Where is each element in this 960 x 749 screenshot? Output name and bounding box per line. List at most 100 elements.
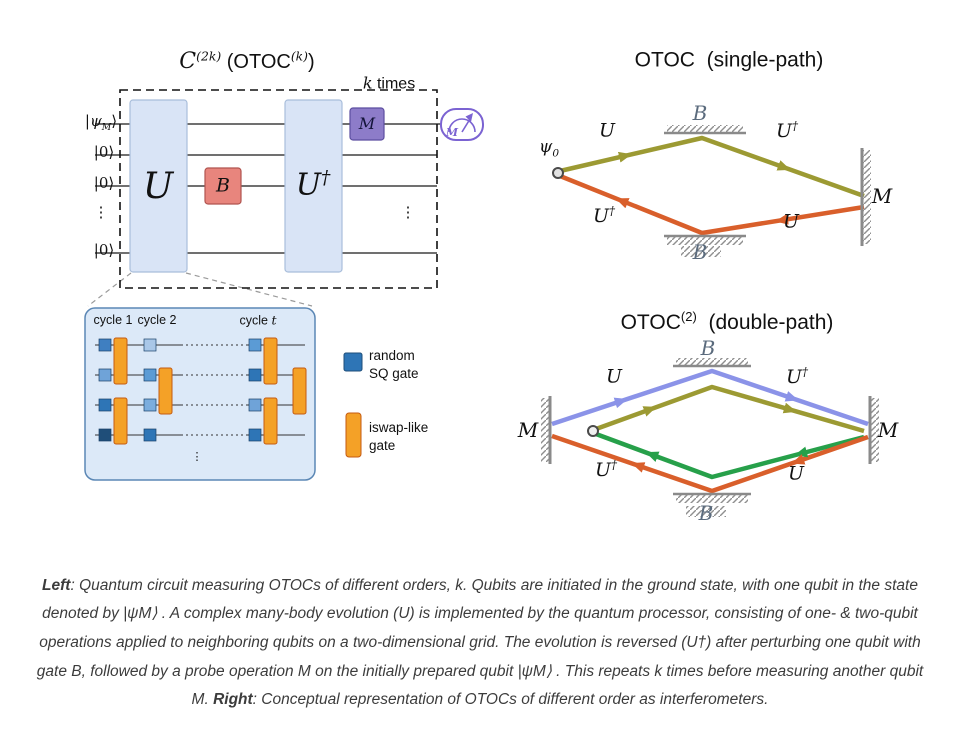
sp-u-bottom-right: U	[782, 210, 800, 233]
dp-udag-tr-sup: †	[802, 364, 808, 379]
repeat-block-dashed-box	[119, 89, 438, 289]
dagger-sup: †	[321, 167, 331, 189]
dp-u-bottom-right: U	[787, 462, 805, 485]
figure-caption: Left: Quantum circuit measuring OTOCs of…	[32, 572, 928, 715]
legend-random-sq: random SQ gate	[369, 347, 419, 382]
dp-title-rest: (double-path)	[696, 310, 834, 334]
dp-title-sup: (2)	[680, 308, 697, 324]
b-bottom-hatch-bar	[667, 237, 743, 245]
zoom-inset	[84, 307, 363, 481]
measurement-meter-icon	[440, 108, 484, 141]
k-times-var: k	[362, 73, 373, 93]
dp-udag-bottom-left: U†	[595, 457, 617, 482]
dp-m-left-label: M	[517, 418, 539, 442]
b-top-hatch-bar	[667, 125, 743, 133]
psi0-sub: 0	[552, 147, 560, 160]
psi0-label: ψ0	[539, 138, 559, 160]
u-gate-box	[129, 99, 188, 273]
k-times-label: k times	[362, 73, 416, 94]
udagger-gate-box	[284, 99, 343, 273]
cycle-t-var: t	[271, 312, 277, 328]
caption-text-1: : Quantum circuit measuring OTOCs of dif…	[36, 576, 924, 709]
single-path-title: OTOC (single-path)	[634, 48, 824, 72]
dp-title-base: OTOC	[620, 310, 681, 334]
udagger-gate-label: U†	[295, 167, 331, 203]
legend-sq-line2: SQ gate	[369, 365, 419, 381]
circuit-title-c-sup: (2k)	[196, 48, 222, 64]
caption-right-label: Right	[213, 691, 253, 709]
qubit-vdots: ⋮	[93, 203, 109, 221]
sp-udag-top-right: U†	[776, 118, 798, 143]
double-path-title: OTOC(2) (double-path)	[620, 308, 834, 334]
qubit-label-zero-3: |0⟩	[93, 240, 115, 259]
zoom-vdots: ⋮	[191, 450, 203, 463]
psi-subscript: M	[101, 121, 112, 133]
start-point-2	[587, 425, 599, 437]
sp-udag-tr-sup: †	[792, 118, 798, 133]
dp-u-top-left: U	[605, 365, 623, 388]
return-path-orange	[559, 173, 865, 236]
caption-text-2: : Conceptual representation of OTOCs of …	[252, 691, 769, 709]
random-sq-gates	[98, 338, 262, 442]
b-bottom-hatch-bar-2	[676, 495, 748, 503]
sp-b-top-label: B	[692, 101, 708, 125]
circuit-title: C(2k) (OTOC(k))	[179, 48, 315, 75]
figure-canvas	[84, 89, 879, 517]
legend-sq-swatch	[343, 352, 363, 372]
cycle-t-text: cycle	[239, 313, 272, 328]
legend-iswap-line2: gate	[369, 437, 396, 453]
psi0-base: ψ	[538, 137, 553, 158]
outer-bottom-path-orange	[551, 433, 869, 494]
circuit-title-otoc: (OTOC	[221, 51, 291, 74]
cycle-t-label: cycle t	[239, 312, 277, 329]
qubit-label-zero-2: |0⟩	[93, 173, 115, 192]
sp-udag-bottom-left: U†	[593, 203, 615, 227]
dp-b-bottom-label: B	[698, 501, 714, 525]
legend-iswap-swatch	[345, 412, 362, 458]
qubit-label-psi: |ψM⟩	[85, 113, 117, 133]
u-gate-label: U	[142, 166, 174, 208]
psi-bar: |	[84, 111, 90, 130]
forward-path-olive	[559, 135, 865, 199]
circuit-inner-vdots: ⋮	[400, 203, 416, 221]
b-top-hatch-bar-2	[676, 358, 748, 366]
sp-b-bottom-label: B	[692, 240, 708, 264]
legend-iswap: iswap-like gate	[369, 419, 428, 454]
zoom-connector-lines	[87, 272, 313, 307]
dp-b-top-label: B	[700, 336, 716, 360]
psi-ket: ⟩	[111, 111, 118, 130]
meter-m-label: M	[445, 125, 459, 139]
b-gate-box	[204, 167, 242, 205]
single-path-interferometer	[552, 125, 871, 257]
inner-bottom-path-green	[595, 431, 865, 480]
dp-m-right-label: M	[877, 418, 899, 442]
sp-u-top-left: U	[598, 119, 616, 142]
caption-left-label: Left	[42, 576, 71, 594]
inner-top-path-olive	[595, 384, 865, 434]
sp-udag-bl-sup: †	[609, 203, 615, 218]
cycle-2-label: cycle 2	[137, 313, 177, 328]
dp-udag-bl-sup: †	[611, 457, 617, 472]
sp-udag-tr-base: U	[776, 120, 793, 143]
legend-sq-line1: random	[369, 348, 415, 363]
cycle-1-label: cycle 1	[93, 313, 133, 328]
circuit-title-otoc-sup: (k)	[290, 48, 309, 64]
psi0-start-point	[552, 167, 564, 179]
legend-iswap-line1: iswap-like	[369, 420, 429, 435]
circuit-title-close: )	[308, 51, 315, 74]
dp-udag-top-right: U†	[786, 364, 808, 389]
k-times-text: times	[372, 75, 416, 93]
psi-symbol: ψ	[89, 111, 102, 130]
outer-top-path-blue	[551, 368, 869, 427]
circuit-title-c: C	[179, 49, 197, 75]
iswap-gates	[113, 337, 307, 445]
sp-m-label: M	[871, 184, 893, 208]
m-gate-label: M	[358, 114, 376, 134]
m-gate-box	[349, 107, 385, 141]
dp-udag-bl-base: U	[595, 459, 612, 482]
dp-udag-tr-base: U	[786, 366, 803, 389]
double-path-interferometer	[541, 358, 879, 517]
qubit-label-zero-1: |0⟩	[93, 142, 115, 161]
udagger-base: U	[295, 167, 321, 203]
